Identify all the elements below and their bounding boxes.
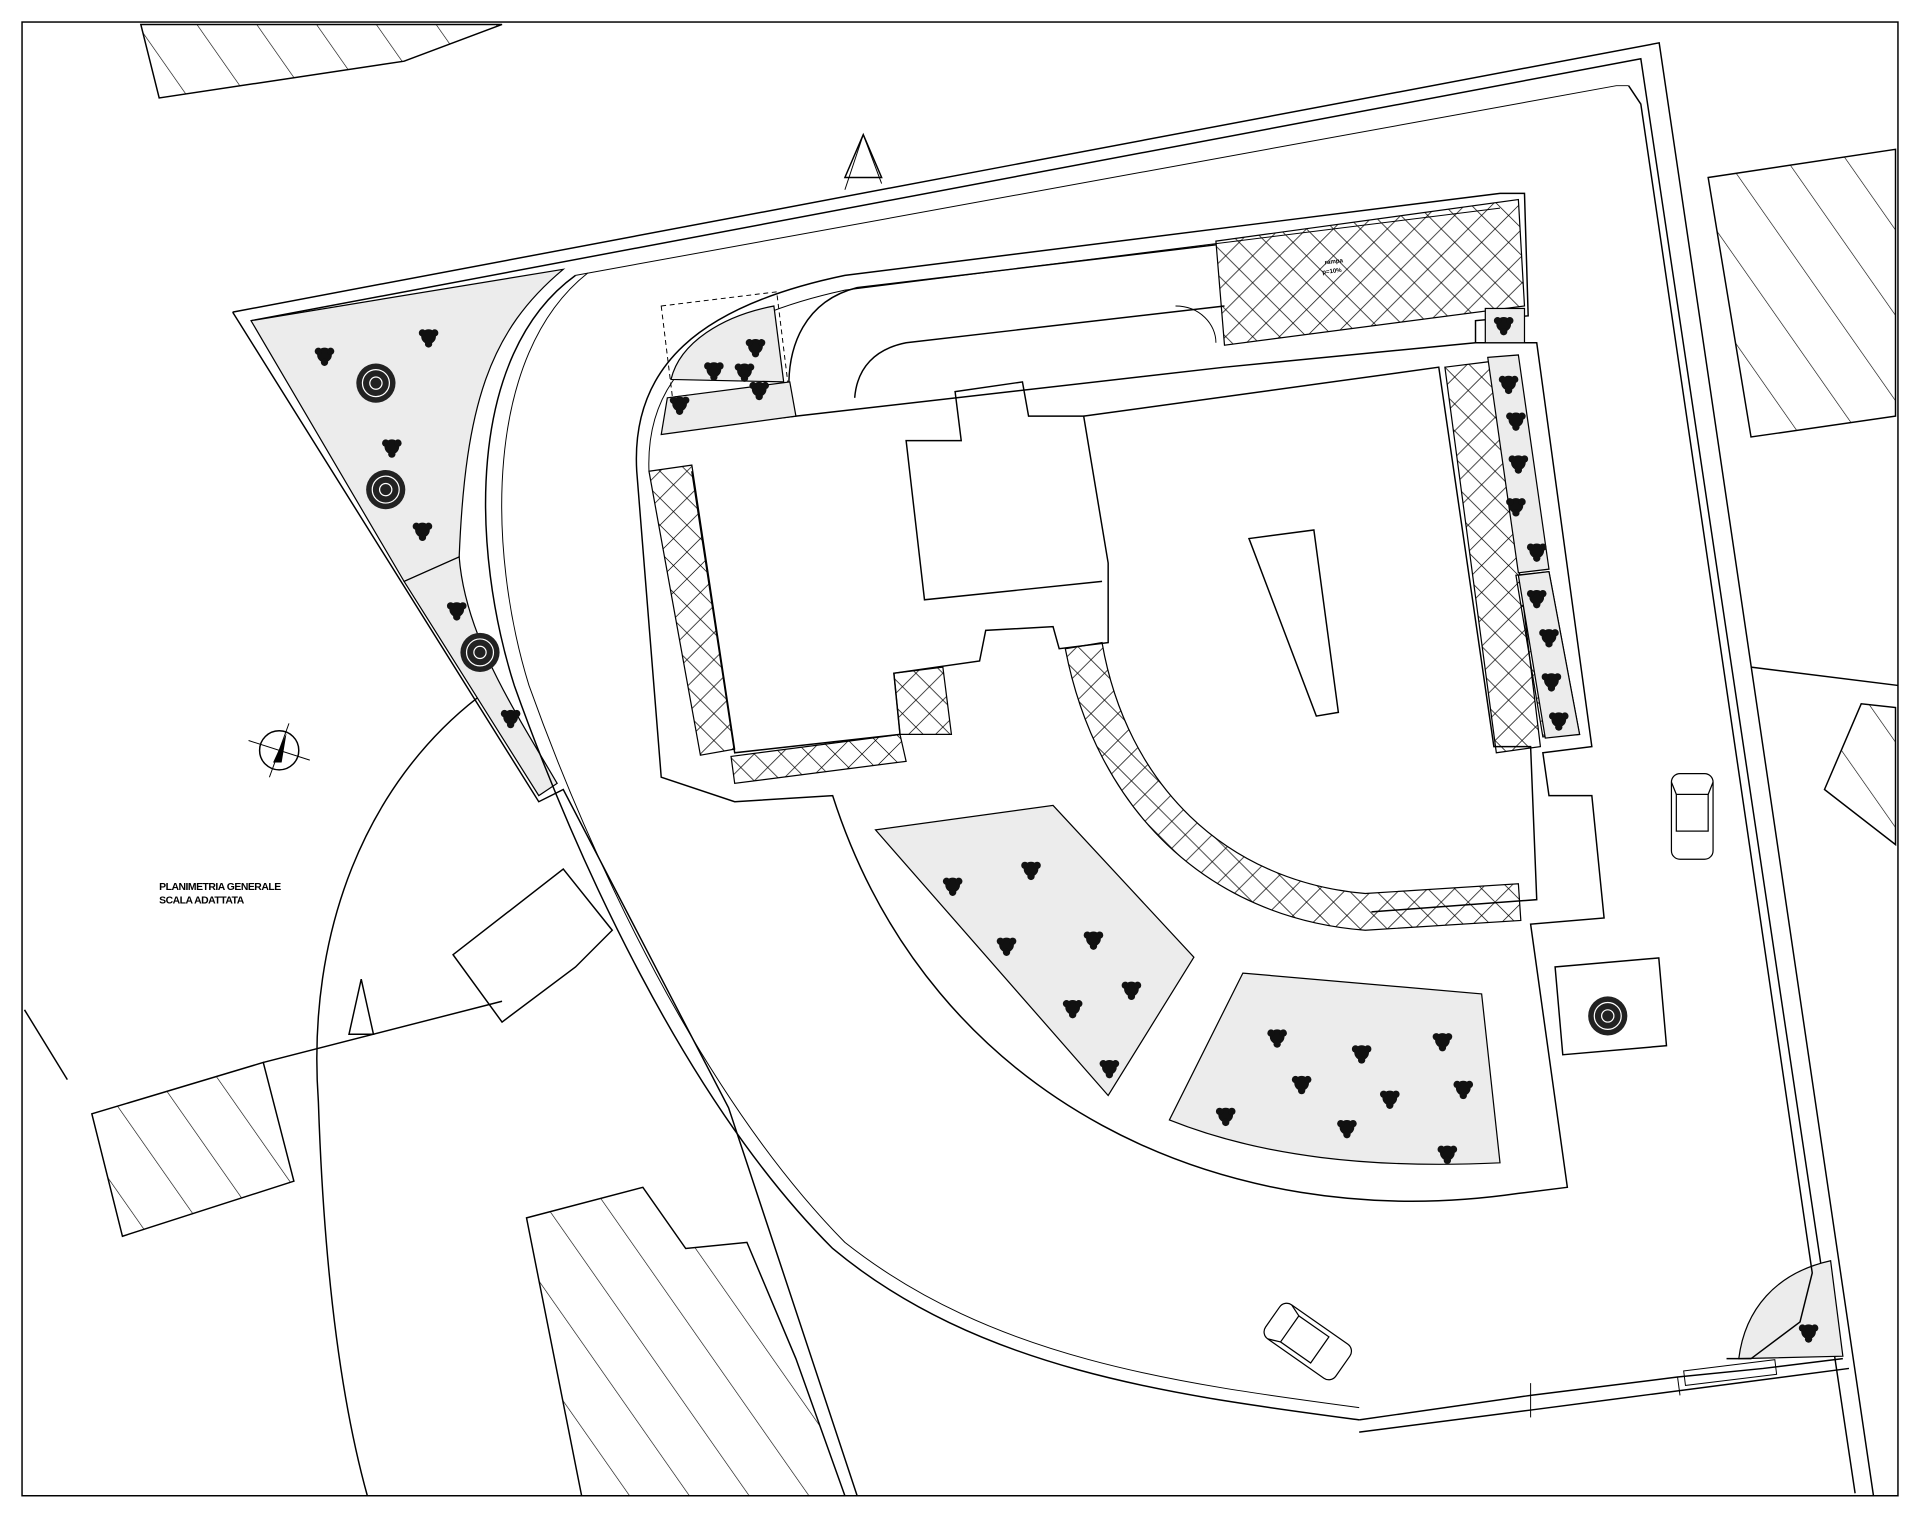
ramp-slope: p=10% (1322, 267, 1343, 276)
ramp-label: rampa (1324, 257, 1344, 266)
neighbour-buildings (23, 23, 1899, 1497)
north-arrow-icon (248, 723, 310, 778)
car-icon (1670, 772, 1714, 860)
plan-scale: SCALA ADATTATA (159, 895, 245, 906)
planter-box (1554, 957, 1668, 1056)
green-strip-west (250, 268, 566, 583)
property-boundary (232, 41, 1875, 1496)
drawing-frame (21, 21, 1899, 1497)
green-strip-west-2 (403, 556, 558, 797)
plan-title: PLANIMETRIA GENERALE (159, 882, 281, 893)
green-corner-se (1738, 1259, 1844, 1360)
garden-bed-2 (1168, 972, 1501, 1165)
garden-bed-1 (874, 804, 1195, 1097)
car-icon (1260, 1299, 1356, 1384)
